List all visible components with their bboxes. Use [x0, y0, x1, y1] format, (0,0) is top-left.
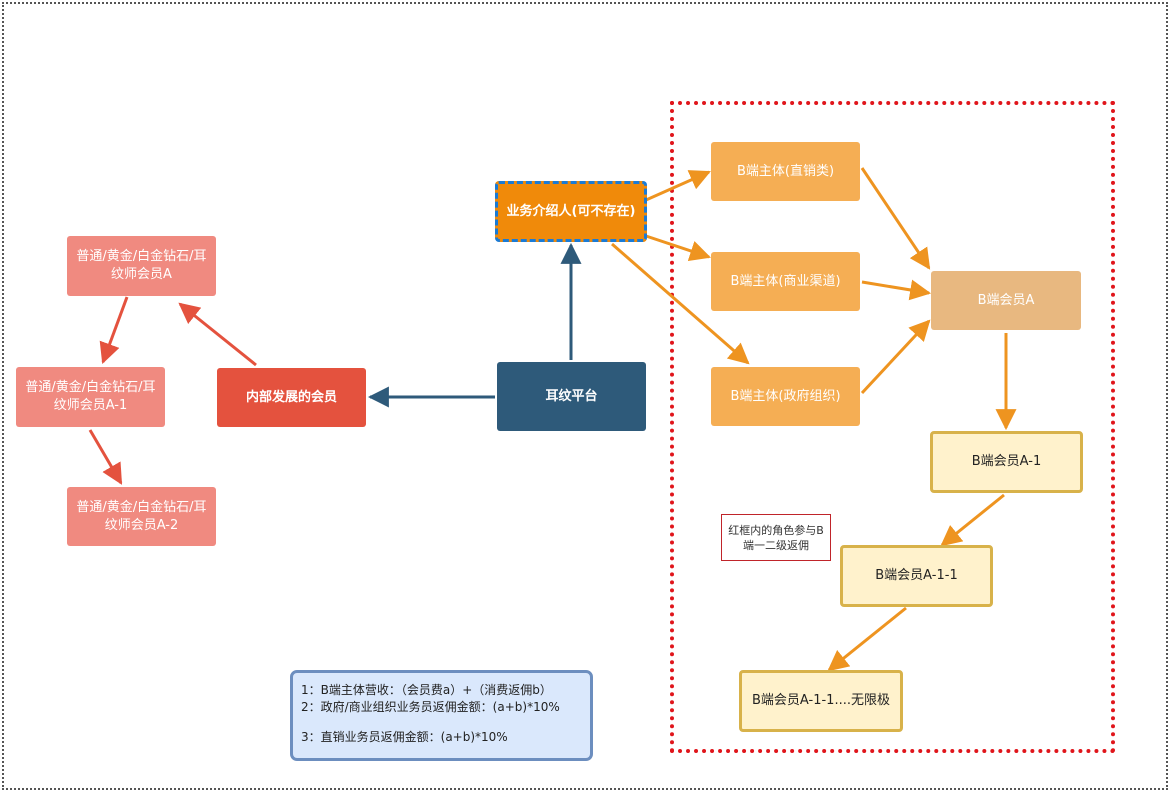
red-frame-note-text: 红框内的角色参与B端一二级返佣	[728, 523, 824, 552]
formula-legend: 1：B端主体营收：（会员费a）+（消费返佣b） 2：政府/商业组织业务员返佣金额…	[290, 670, 593, 761]
arrow-gov-to-b-member-a	[860, 319, 931, 395]
b-end-red-frame	[670, 101, 1115, 753]
b-gov-label: B端主体(政府组织)	[730, 388, 841, 404]
b-member-a-node: B端会员A	[931, 271, 1081, 330]
member-a1-node: 普通/黄金/白金钻石/耳纹师会员A-1	[16, 367, 165, 427]
b-channel-label: B端主体(商业渠道)	[730, 273, 841, 289]
legend-spacer	[301, 716, 582, 729]
member-a1-label: 普通/黄金/白金钻石/耳纹师会员A-1	[25, 380, 156, 413]
arrow-member-a-to-a1	[99, 296, 129, 364]
referrer-node: 业务介绍人(可不存在)	[495, 181, 647, 242]
b-member-a1-node: B端会员A-1	[930, 431, 1083, 493]
arrow-a1-to-a2	[88, 429, 123, 485]
member-a-label: 普通/黄金/白金钻石/耳纹师会员A	[76, 249, 207, 282]
b-member-infinite-label: B端会员A-1-1....无限极	[752, 693, 890, 708]
member-a2-label: 普通/黄金/白金钻石/耳纹师会员A-2	[76, 499, 207, 533]
b-gov-node: B端主体(政府组织)	[711, 367, 860, 426]
arrow-internal-to-member-a	[178, 302, 257, 367]
platform-label: 耳纹平台	[545, 388, 598, 404]
internal-member-label: 内部发展的会员	[245, 389, 337, 405]
arrow-channel-to-b-member-a	[861, 279, 932, 301]
member-a2-node: 普通/黄金/白金钻石/耳纹师会员A-2	[67, 487, 216, 546]
b-member-infinite-node: B端会员A-1-1....无限极	[739, 670, 903, 732]
member-a-node: 普通/黄金/白金钻石/耳纹师会员A	[67, 236, 216, 296]
b-member-a11-label: B端会员A-1-1	[875, 568, 958, 583]
internal-member-node: 内部发展的会员	[217, 368, 366, 427]
legend-line-2: 2：政府/商业组织业务员返佣金额：(a+b)*10%	[301, 700, 560, 714]
arrow-referrer-to-channel	[645, 234, 711, 261]
arrow-referrer-to-direct	[645, 170, 711, 202]
b-member-a11-node: B端会员A-1-1	[840, 545, 993, 607]
b-channel-node: B端主体(商业渠道)	[711, 252, 860, 311]
arrow-direct-to-b-member-a	[860, 167, 931, 270]
arrow-b-a1-to-a11	[940, 493, 1005, 547]
b-member-a-label: B端会员A	[977, 292, 1035, 308]
referrer-label: 业务介绍人(可不存在)	[506, 203, 636, 219]
b-direct-label: B端主体(直销类)	[736, 163, 835, 179]
red-frame-note: 红框内的角色参与B端一二级返佣	[721, 514, 831, 561]
legend-line-3: 3：直销业务员返佣金额：(a+b)*10%	[301, 730, 508, 744]
arrow-b-a11-to-inf	[827, 606, 907, 672]
legend-line-1: 1：B端主体营收：（会员费a）+（消费返佣b）	[301, 683, 552, 697]
platform-node: 耳纹平台	[497, 362, 646, 431]
arrow-referrer-to-gov	[611, 242, 750, 365]
b-member-a1-label: B端会员A-1	[971, 454, 1042, 469]
b-direct-node: B端主体(直销类)	[711, 142, 860, 201]
